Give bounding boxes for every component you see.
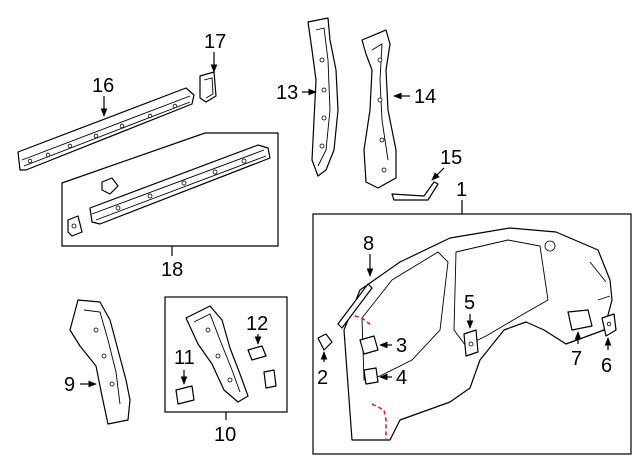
part-9-hinge-pillar[interactable] (69, 299, 131, 425)
part-14-pillar-outer[interactable] (361, 29, 397, 189)
callout-16: 16 (92, 75, 114, 97)
callout-1: 1 (456, 179, 467, 201)
part-18-clip-b[interactable] (67, 215, 83, 237)
part-7-block[interactable] (567, 309, 593, 331)
part-18-rocker-reinforcement[interactable] (89, 144, 271, 225)
callout-18: 18 (161, 259, 183, 281)
part-11-bracket[interactable] (175, 385, 195, 405)
part-18-clip-a[interactable] (101, 177, 119, 195)
callout-5: 5 (464, 292, 475, 314)
part-10-small-plate[interactable] (263, 369, 277, 389)
callout-7: 7 (571, 348, 582, 370)
callout-4: 4 (396, 367, 407, 389)
part-13-pillar-inner[interactable] (307, 17, 339, 177)
part-12-bracket[interactable] (247, 345, 267, 361)
callout-13: 13 (276, 82, 298, 104)
part-18-kit-box (61, 132, 279, 247)
callout-9: 9 (64, 374, 75, 396)
callout-11: 11 (174, 347, 195, 369)
callout-3: 3 (396, 335, 407, 357)
part-6-plate[interactable] (601, 313, 617, 337)
part-2-clip[interactable] (317, 333, 333, 351)
part-10-pillar-reinforcement[interactable] (185, 305, 249, 403)
part-3-bracket[interactable] (359, 335, 379, 355)
callout-14: 14 (414, 86, 436, 108)
callout-2: 2 (317, 367, 328, 389)
callout-12: 12 (246, 313, 268, 335)
part-16-rocker-rail[interactable] (17, 87, 195, 171)
callout-17: 17 (204, 31, 226, 53)
callout-6: 6 (601, 355, 612, 377)
callout-8: 8 (363, 233, 374, 255)
part-1-body-side-panel[interactable] (343, 227, 613, 441)
part-5-plate[interactable] (463, 329, 479, 357)
part-1-kit-box (312, 213, 632, 455)
part-4-bracket[interactable] (363, 367, 379, 385)
callout-10: 10 (214, 424, 236, 446)
part-15-bracket[interactable] (391, 181, 439, 201)
callout-15: 15 (440, 147, 462, 169)
part-8-strip[interactable] (337, 283, 373, 329)
part-17-bracket[interactable] (199, 71, 217, 103)
cut-line-a-pillar (347, 313, 373, 327)
